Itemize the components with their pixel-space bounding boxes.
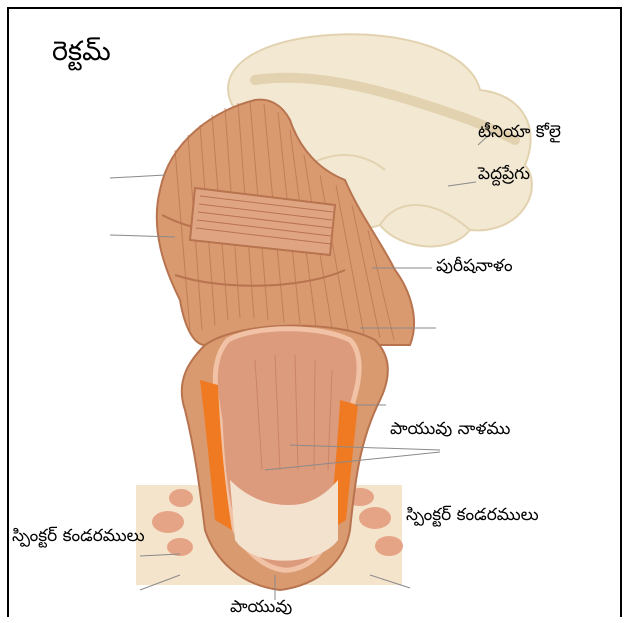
label-anal-canal: పాయువు నాళము <box>390 419 510 443</box>
label-rectum-wall: పురీషనాళం <box>436 256 513 280</box>
fat-nodule <box>167 538 193 556</box>
fat-nodule <box>169 489 193 507</box>
label-sphincter-right: స్పింక్టర్ కండరములు <box>406 505 539 529</box>
label-large-intestine: పెద్దప్రేగు <box>478 164 530 188</box>
label-anus: పాయువు <box>230 597 292 621</box>
label-taenia-coli: టీనియా కోలై <box>478 122 561 146</box>
fat-nodule <box>359 507 391 529</box>
figure-title: రెక్టమ్ <box>52 36 111 74</box>
fat-nodule <box>375 536 403 556</box>
fat-nodule <box>152 511 184 533</box>
label-sphincter-left: స్పింక్టర్ కండరములు <box>12 526 145 550</box>
